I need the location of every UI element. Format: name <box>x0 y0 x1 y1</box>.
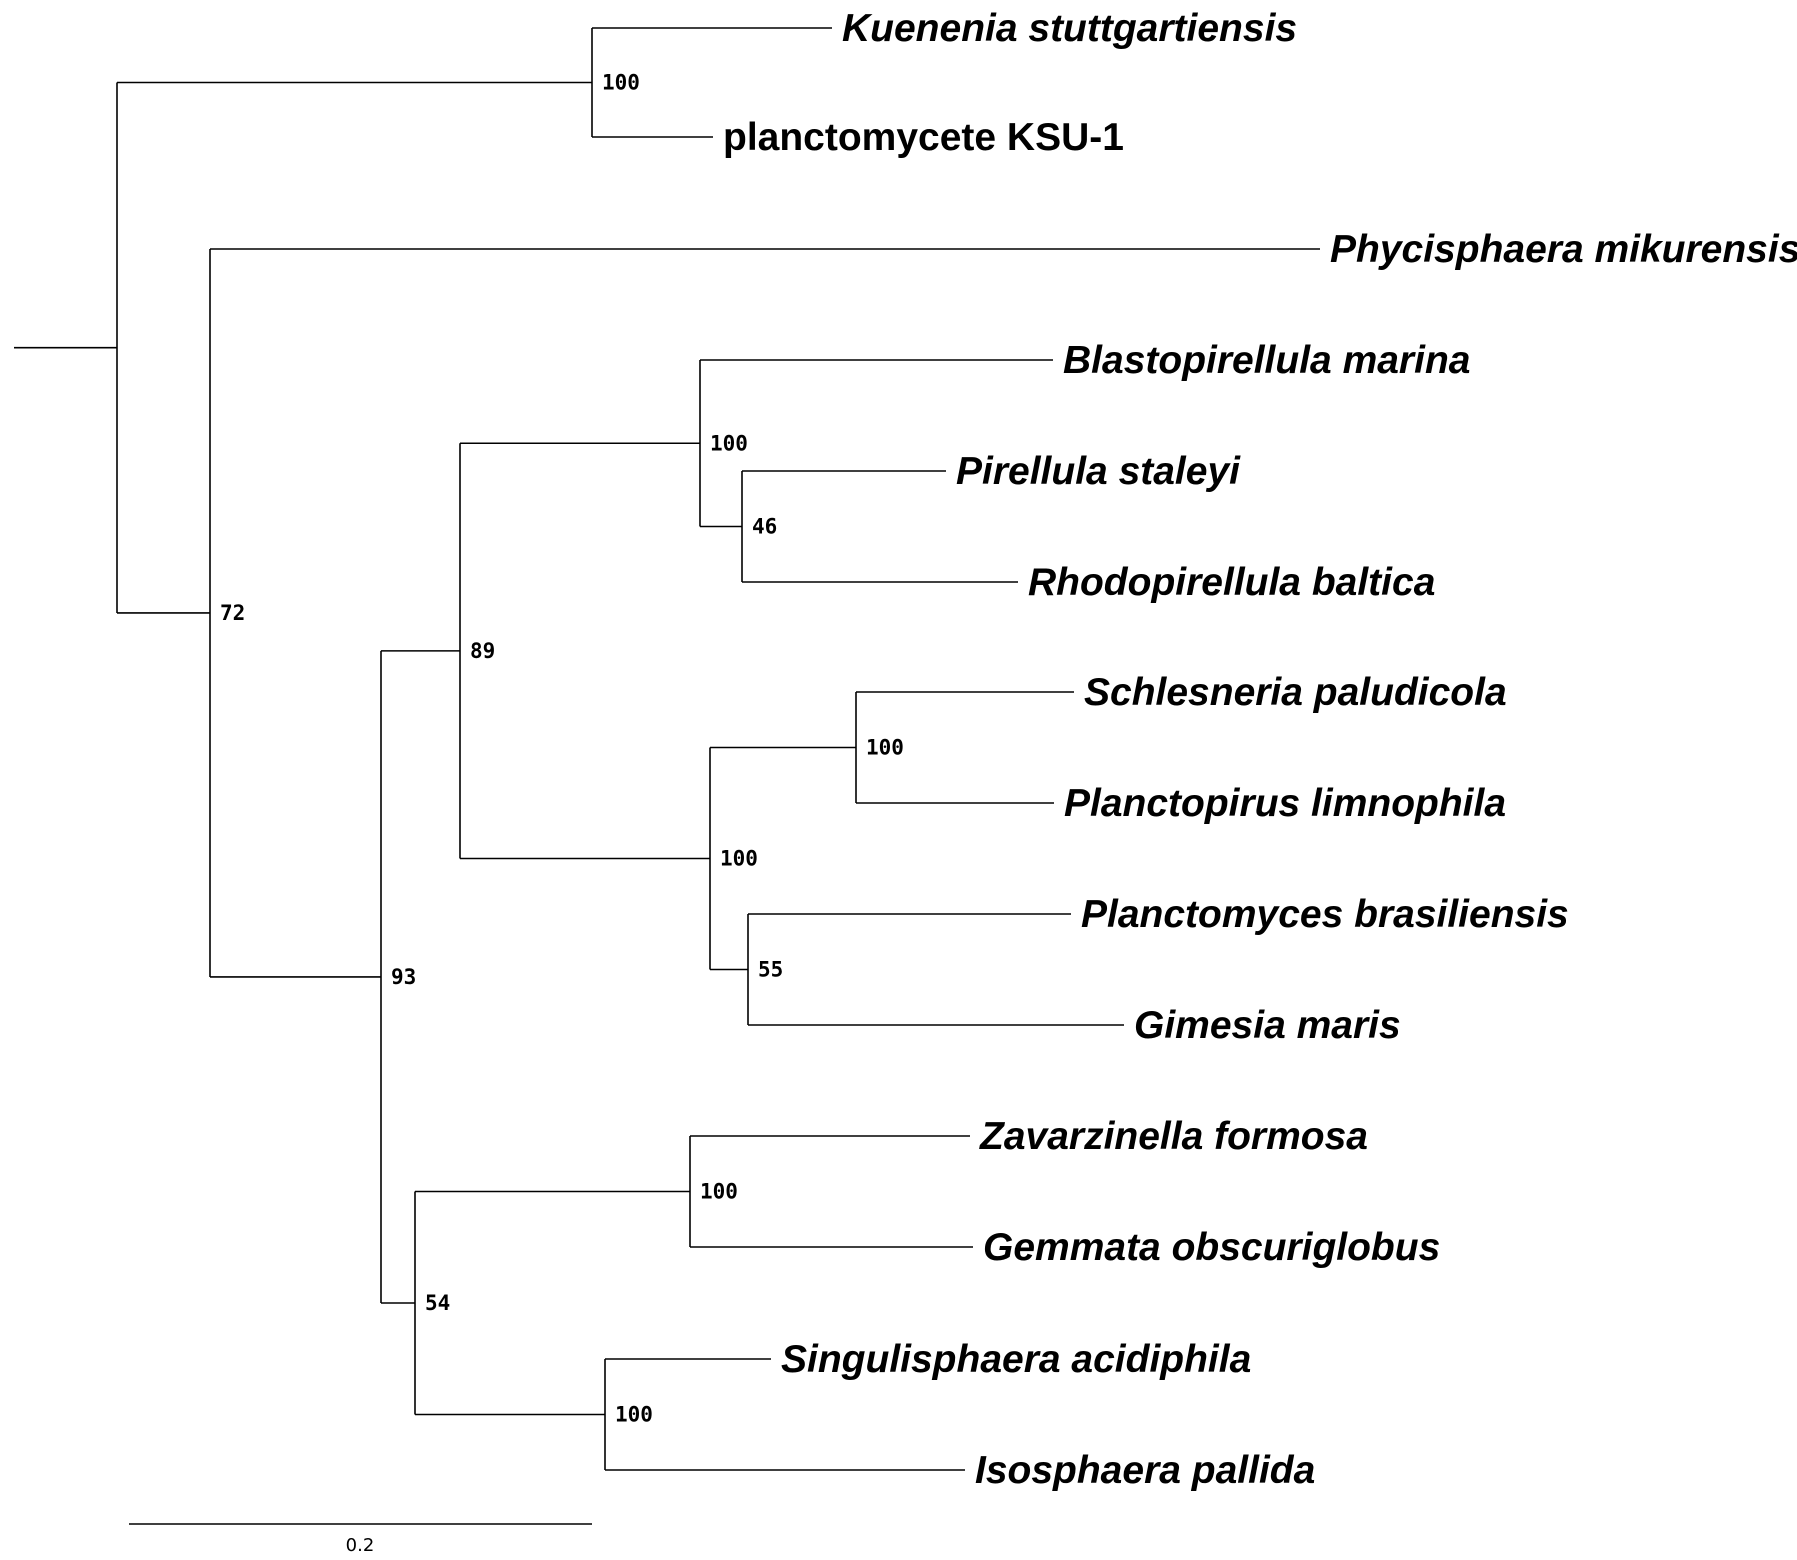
support-value-gemmataceae: 100 <box>700 1180 738 1204</box>
taxon-label-isosphaera: Isosphaera pallida <box>975 1449 1315 1492</box>
taxon-label-kuenenia: Kuenenia stuttgartiensis <box>842 7 1297 50</box>
support-value-pirellulaceae: 100 <box>710 431 748 455</box>
taxon-label-gemmata: Gemmata obscuriglobus <box>983 1226 1440 1269</box>
support-value-planctomyces-gimesia: 55 <box>758 958 783 982</box>
taxon-label-planctopirus: Planctopirus limnophila <box>1064 782 1506 825</box>
taxon-label-zavarzinella: Zavarzinella formosa <box>979 1115 1368 1158</box>
taxon-label-ksu1: planctomycete KSU-1 <box>723 116 1124 159</box>
support-value-pirellula-planctomyces: 89 <box>470 639 495 663</box>
taxon-label-planctomyces: Planctomyces brasiliensis <box>1081 893 1569 936</box>
taxon-label-phycisphaera: Phycisphaera mikurensis <box>1330 228 1797 271</box>
tree-branches <box>14 27 1320 1471</box>
scale-bar-label: 0.2 <box>346 1535 375 1556</box>
taxon-label-rhodopirellula: Rhodopirellula baltica <box>1028 561 1435 604</box>
support-value-planctomycetaceae: 100 <box>720 847 758 871</box>
support-values: 100 46 100 100 55 100 89 100 100 54 93 72 <box>220 71 904 1427</box>
support-value-pirellula-rhodopirellula: 46 <box>752 515 777 539</box>
support-value-schlesneria-planctopirus: 100 <box>866 736 904 760</box>
taxon-label-blastopirellula: Blastopirellula marina <box>1063 339 1470 382</box>
taxon-label-singulisphaera: Singulisphaera acidiphila <box>781 1338 1251 1381</box>
support-value-isosphaeraceae: 100 <box>615 1403 653 1427</box>
taxon-label-pirellula: Pirellula staleyi <box>956 450 1241 493</box>
support-value-core-planctomycetes: 93 <box>391 965 416 989</box>
taxon-labels: Kuenenia stuttgartiensis planctomycete KS… <box>723 7 1797 1492</box>
taxon-label-schlesneria: Schlesneria paludicola <box>1084 671 1507 714</box>
scale-bar: 0.2 <box>129 1523 592 1556</box>
taxon-label-gimesia: Gimesia maris <box>1134 1004 1401 1047</box>
support-value-anammox: 100 <box>602 71 640 95</box>
support-value-gemmata-isosphaera: 54 <box>425 1291 450 1315</box>
support-value-planctomycetes-phycisphaera: 72 <box>220 601 245 625</box>
